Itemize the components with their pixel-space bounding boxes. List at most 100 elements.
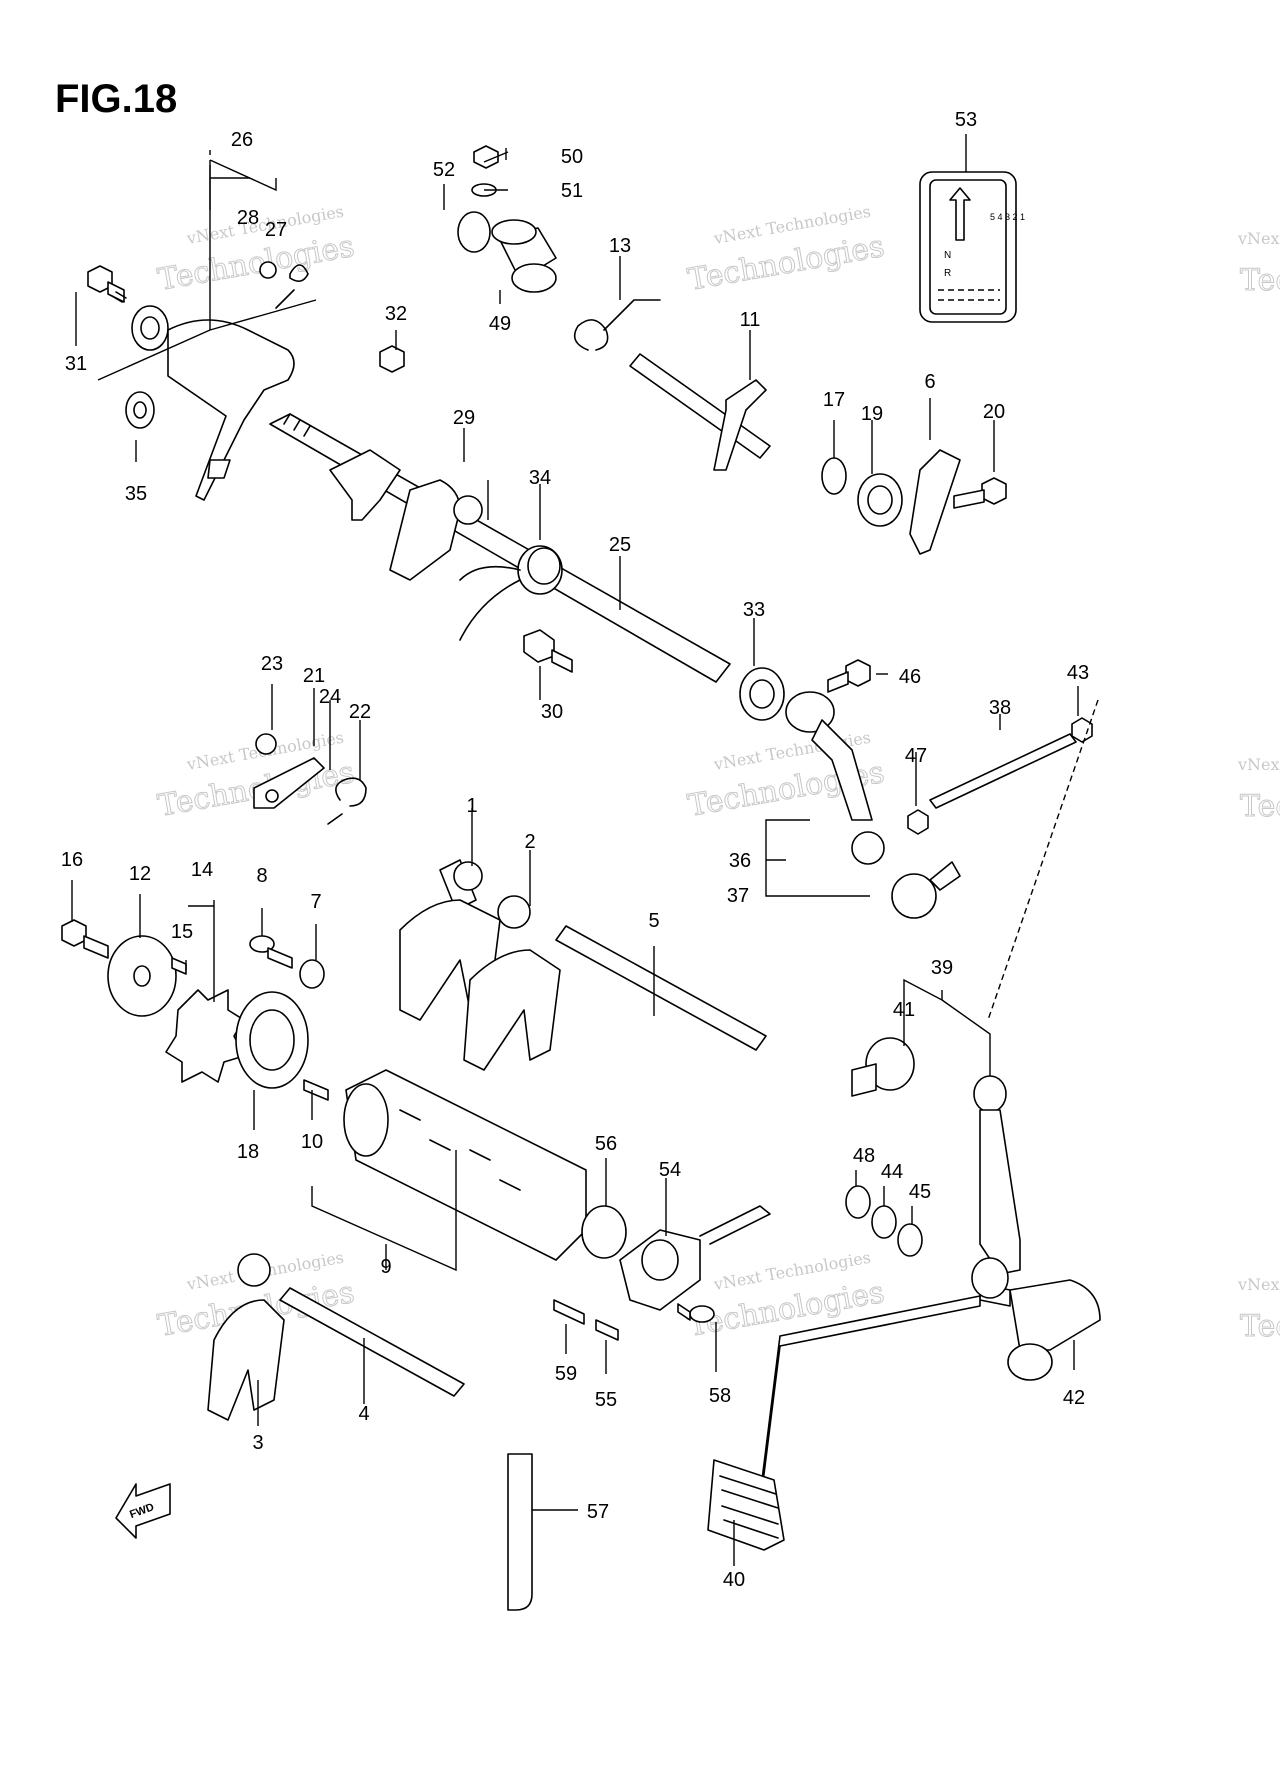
callout-41: 41 xyxy=(893,999,915,1021)
callout-51: 51 xyxy=(561,180,583,202)
callout-10: 10 xyxy=(301,1131,323,1153)
callout-22: 22 xyxy=(349,701,371,723)
callout-55: 55 xyxy=(595,1389,617,1411)
spring-27 xyxy=(275,264,309,309)
callout-39: 39 xyxy=(931,957,953,979)
callout-29: 29 xyxy=(453,407,475,429)
fork-shaft-5 xyxy=(555,925,767,1051)
callout-16: 16 xyxy=(61,849,83,871)
callout-32: 32 xyxy=(385,303,407,325)
plate-12 xyxy=(107,935,177,1017)
callout-47: 47 xyxy=(905,745,927,767)
callout-54: 54 xyxy=(659,1159,681,1181)
fwd-arrow-icon: FWD xyxy=(115,1483,171,1539)
bolt-31 xyxy=(87,265,127,303)
bearing-18 xyxy=(235,991,309,1089)
spring-34 xyxy=(459,545,563,641)
bracket-57 xyxy=(507,1453,533,1611)
neutral-text: N xyxy=(944,250,951,261)
callout-5: 5 xyxy=(648,910,659,932)
bearing-19 xyxy=(857,473,903,527)
callout-38: 38 xyxy=(989,697,1011,719)
callout-19: 19 xyxy=(861,403,883,425)
clip-28 xyxy=(259,261,277,279)
callout-57: 57 xyxy=(587,1501,609,1523)
callout-11: 11 xyxy=(740,309,761,331)
shaft-11 xyxy=(629,353,771,471)
nut-43 xyxy=(1071,717,1093,743)
callout-44: 44 xyxy=(881,1161,903,1183)
callout-14: 14 xyxy=(191,859,213,881)
circlip-48 xyxy=(845,1185,871,1219)
callout-50: 50 xyxy=(561,146,583,168)
watermark-outline: Technologies xyxy=(1240,263,1280,298)
shift-fork-2 xyxy=(463,895,561,1071)
o-ring-52 xyxy=(457,211,491,253)
callout-24: 24 xyxy=(319,686,341,708)
shift-drum-9 xyxy=(343,1069,587,1261)
lever-36 xyxy=(785,691,885,865)
callout-28: 28 xyxy=(237,207,259,229)
watermark-group: vNext Technologies Technologies vNext Te… xyxy=(155,202,1280,1345)
shift-shaft-25 xyxy=(269,413,731,683)
callout-53: 53 xyxy=(955,109,977,131)
callout-3: 3 xyxy=(252,1432,263,1454)
sensor-54 xyxy=(619,1205,771,1311)
callout-4: 4 xyxy=(358,1403,369,1425)
callout-59: 59 xyxy=(555,1363,577,1385)
figure-title: FIG.18 xyxy=(55,77,177,121)
callout-42: 42 xyxy=(1063,1387,1085,1409)
gear-pedal-40 xyxy=(707,1075,1021,1551)
callout-30: 30 xyxy=(541,701,563,723)
fork-shaft-4 xyxy=(279,1287,465,1397)
callout-12: 12 xyxy=(129,863,151,885)
callout-25: 25 xyxy=(609,534,631,556)
bolt-16 xyxy=(61,919,109,959)
callout-33: 33 xyxy=(743,599,765,621)
pin-55 xyxy=(595,1319,619,1341)
callout-9: 9 xyxy=(380,1256,391,1278)
ring-56 xyxy=(581,1205,627,1259)
callout-31: 31 xyxy=(65,353,87,375)
nut-47 xyxy=(907,809,929,835)
watermark-outline: Technologies xyxy=(1240,1309,1280,1344)
callout-8: 8 xyxy=(256,865,267,887)
callout-7: 7 xyxy=(310,891,321,913)
bolt-20 xyxy=(953,477,1007,509)
arm-6 xyxy=(909,449,961,555)
washer-45 xyxy=(897,1223,923,1257)
gear-position-label-53: 5 4 3 2 1 N R xyxy=(919,171,1025,323)
callout-18: 18 xyxy=(237,1141,259,1163)
boot-41 xyxy=(851,1037,915,1097)
callout-46: 46 xyxy=(899,666,921,688)
callout-56: 56 xyxy=(595,1133,617,1155)
spring-13 xyxy=(573,299,661,351)
screw-8 xyxy=(249,935,293,969)
watermark-tag: vNext xyxy=(1237,755,1280,774)
callout-2: 2 xyxy=(524,831,535,853)
callout-49: 49 xyxy=(489,313,511,335)
ball-joint-37 xyxy=(891,861,961,919)
callout-52: 52 xyxy=(433,159,455,181)
watermark-tag: vNext xyxy=(1237,1275,1280,1294)
washer-7 xyxy=(299,959,325,989)
screw-58 xyxy=(677,1303,715,1323)
watermark-outline: Technologies xyxy=(155,229,357,298)
callout-58: 58 xyxy=(709,1385,731,1407)
callout-43: 43 xyxy=(1067,662,1089,684)
rod-38 xyxy=(929,733,1077,809)
bolt-46 xyxy=(827,659,871,693)
washer-17 xyxy=(821,457,847,495)
watermark-tag: vNext xyxy=(1237,229,1280,248)
callout-36: 36 xyxy=(729,850,751,872)
callout-27: 27 xyxy=(265,219,287,241)
roller-49 xyxy=(491,219,557,293)
callout-23: 23 xyxy=(261,653,283,675)
callout-20: 20 xyxy=(983,401,1005,423)
spring-assembly-21-24 xyxy=(253,733,367,825)
shift-fork-3 xyxy=(207,1253,285,1421)
watermark-outline: Technologies xyxy=(1240,789,1280,824)
callout-26: 26 xyxy=(231,129,253,151)
pin-15 xyxy=(171,957,187,975)
callout-40: 40 xyxy=(723,1569,745,1591)
